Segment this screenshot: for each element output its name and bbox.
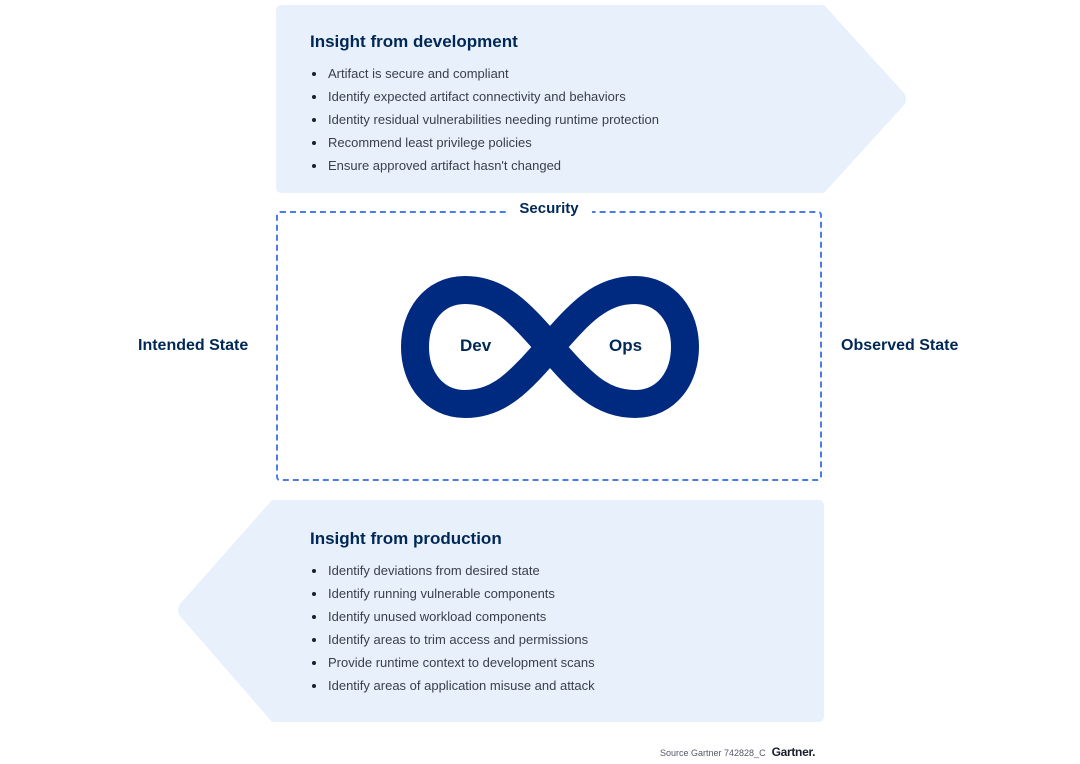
list-item: Identify running vulnerable components: [310, 582, 595, 605]
top-panel-content: Insight from development Artifact is sec…: [310, 32, 659, 177]
bottom-panel-list: Identify deviations from desired state I…: [310, 559, 595, 697]
intended-state-label: Intended State: [138, 337, 249, 354]
list-item: Identify areas of application misuse and…: [310, 674, 595, 697]
infinity-icon: [395, 275, 705, 425]
top-panel-title: Insight from development: [310, 32, 518, 51]
observed-state-label: Observed State: [841, 337, 959, 354]
list-item: Artifact is secure and compliant: [310, 62, 659, 85]
dev-label: Dev: [460, 336, 492, 355]
list-item: Identify expected artifact connectivity …: [310, 85, 659, 108]
bottom-panel-content: Insight from production Identify deviati…: [310, 529, 595, 697]
list-item: Identity residual vulnerabilities needin…: [310, 108, 659, 131]
footer: Source Gartner 742828_C Gartner.: [660, 745, 816, 759]
security-label: Security: [506, 200, 592, 217]
top-panel-list: Artifact is secure and compliant Identif…: [310, 62, 659, 177]
list-item: Identify deviations from desired state: [310, 559, 595, 582]
list-item: Ensure approved artifact hasn't changed: [310, 154, 659, 177]
bottom-arrow-panel: [176, 500, 824, 725]
ops-label: Ops: [609, 336, 643, 355]
list-item: Identify unused workload components: [310, 605, 595, 628]
list-item: Provide runtime context to development s…: [310, 651, 595, 674]
source-text: Source Gartner 742828_C: [660, 748, 766, 758]
top-arrow-panel: [276, 5, 908, 195]
bottom-panel-title: Insight from production: [310, 529, 502, 548]
gartner-logo: Gartner.: [771, 745, 816, 759]
list-item: Identify areas to trim access and permis…: [310, 628, 595, 651]
list-item: Recommend least privilege policies: [310, 131, 659, 154]
